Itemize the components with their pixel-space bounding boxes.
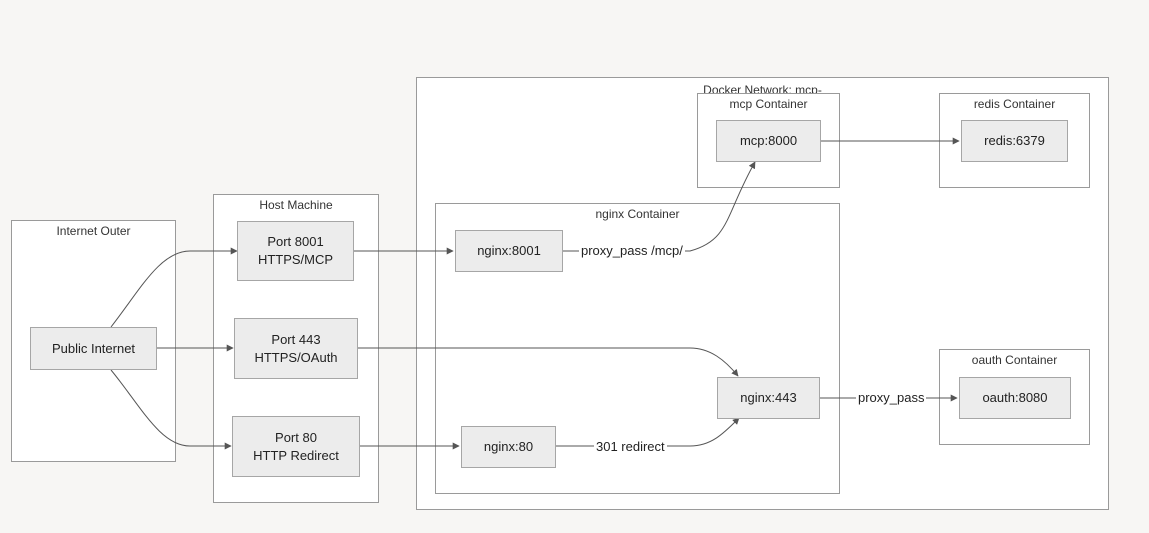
node-label-port-443-line2: HTTPS/OAuth bbox=[254, 349, 338, 365]
node-label-nginx-8001: nginx:8001 bbox=[477, 243, 541, 258]
node-label-public-internet: Public Internet bbox=[51, 340, 136, 356]
node-nginx-80: nginx:80 bbox=[461, 426, 556, 468]
node-port-8001: Port 8001 HTTPS/MCP bbox=[237, 221, 354, 281]
node-oauth-8080: oauth:8080 bbox=[959, 377, 1071, 419]
node-mcp-8000: mcp:8000 bbox=[716, 120, 821, 162]
node-label-port-8001-line1: Port 8001 bbox=[267, 234, 324, 249]
node-label-port-8001-line2: HTTPS/MCP bbox=[257, 252, 334, 267]
edge-label-proxy-oauth: proxy_pass bbox=[856, 390, 927, 405]
node-label-port-80-line1: Port 80 bbox=[275, 429, 317, 445]
node-port-443: Port 443 HTTPS/OAuth bbox=[234, 318, 358, 379]
node-redis-6379: redis:6379 bbox=[961, 120, 1068, 162]
node-label-port-80-line2: HTTP Redirect bbox=[253, 447, 339, 463]
edge-label-301-redirect: 301 redirect bbox=[594, 439, 667, 454]
cluster-title-mcp-container: mcp Container bbox=[729, 97, 808, 111]
edge-internet-to-port-80 bbox=[110, 369, 232, 450]
node-nginx-8001: nginx:8001 bbox=[455, 230, 563, 272]
node-label-oauth-8080: oauth:8080 bbox=[982, 390, 1048, 405]
node-label-port-443-line1: Port 443 bbox=[271, 331, 321, 347]
edge-label-proxy-mcp: proxy_pass /mcp/ bbox=[579, 243, 685, 258]
cluster-title-internet-outer: Internet Outer bbox=[56, 224, 131, 238]
edge-internet-to-port-8001 bbox=[110, 247, 238, 328]
node-label-redis-6379: redis:6379 bbox=[984, 133, 1045, 148]
edge-nginx-80-to-nginx-443 bbox=[556, 417, 740, 447]
cluster-title-oauth-container: oauth Container bbox=[971, 353, 1058, 367]
node-label-mcp-8000: mcp:8000 bbox=[739, 133, 798, 148]
node-public-internet: Public Internet bbox=[30, 327, 157, 370]
cluster-title-nginx-container: nginx Container bbox=[595, 207, 680, 221]
cluster-title-host-machine: Host Machine bbox=[259, 198, 333, 212]
node-port-80: Port 80 HTTP Redirect bbox=[232, 416, 360, 477]
edge-port-443-to-nginx-443 bbox=[358, 347, 739, 377]
node-nginx-443: nginx:443 bbox=[717, 377, 820, 419]
cluster-title-redis-container: redis Container bbox=[973, 97, 1056, 111]
node-label-nginx-443: nginx:443 bbox=[740, 390, 797, 405]
edge-nginx-8001-to-mcp-8000 bbox=[563, 161, 756, 252]
node-label-nginx-80: nginx:80 bbox=[483, 439, 534, 454]
